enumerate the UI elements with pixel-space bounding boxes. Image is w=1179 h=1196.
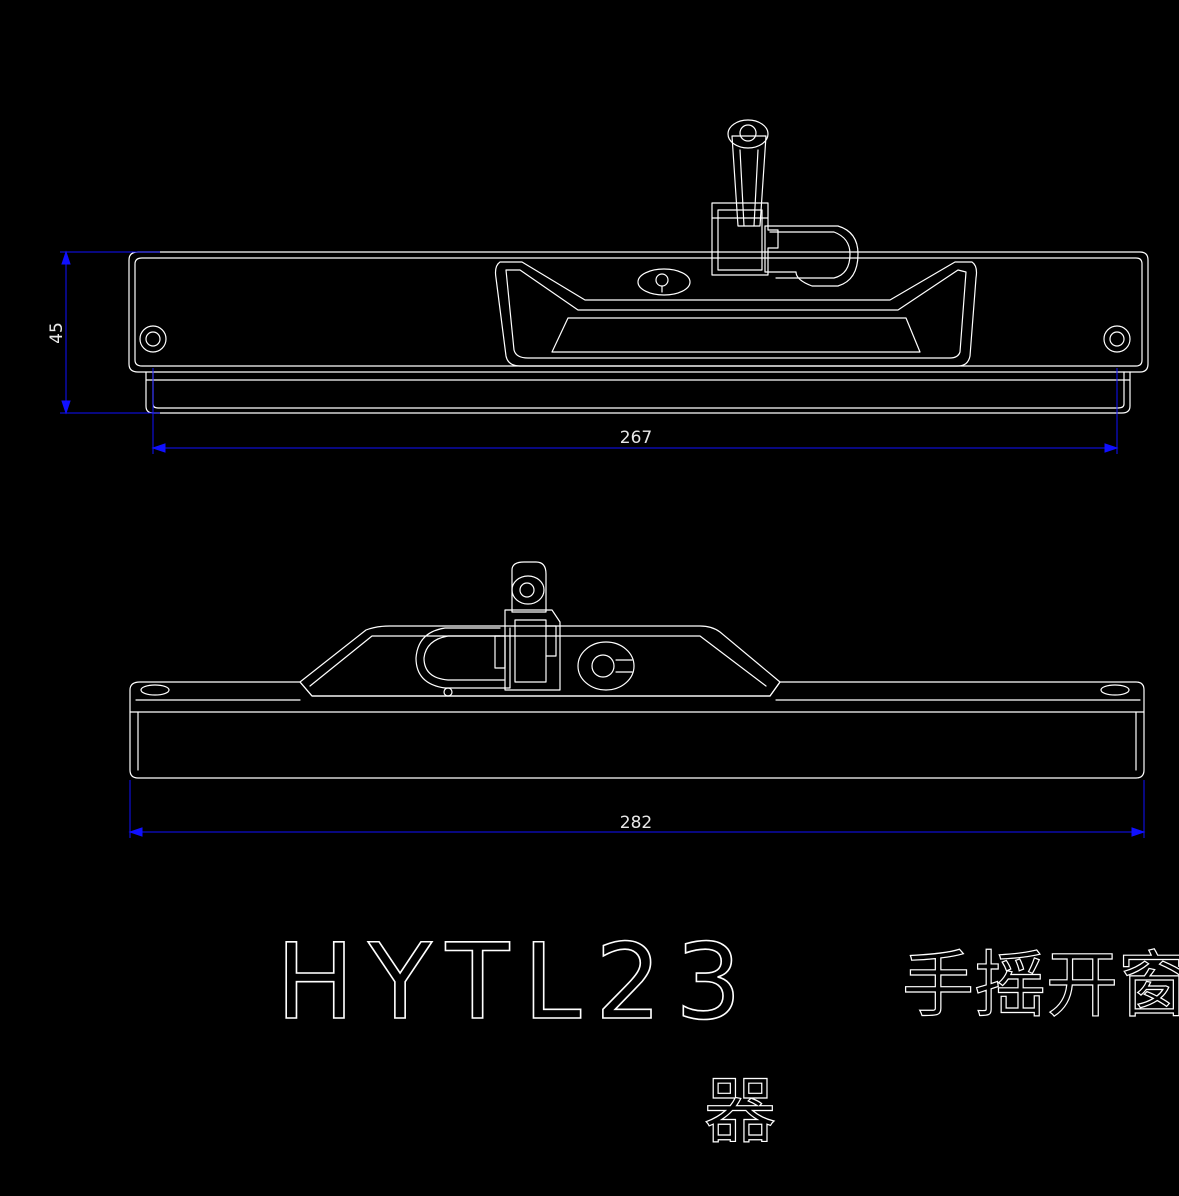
top-keyhole [577,641,635,691]
top-body-outline [129,681,1145,779]
title-line-2: 器 [704,1069,776,1153]
dimension-top-width: 282 [620,813,652,833]
front-dimensions [60,250,1119,454]
crank-arm [764,225,859,287]
handle-knob [727,119,769,149]
title-line-1: 手摇开窗 [902,943,1179,1027]
model-code: HYTL23 [276,921,756,1043]
slot-right [1100,684,1130,696]
front-lower-rail [145,371,1131,414]
keyhole [637,268,691,296]
dimension-front-height: 45 [47,322,67,344]
handle-shaft [731,135,767,227]
crank-block [711,202,779,276]
top-center-housing [299,625,781,697]
dimension-front-width: 267 [620,428,652,448]
front-body-outline [128,251,1149,373]
top-handle [511,561,547,613]
front-view [128,119,1149,414]
top-dimensions [128,780,1146,838]
front-center-housing [494,261,978,367]
mount-hole-right [1103,325,1131,353]
front-body-inner [134,257,1143,367]
top-crank-arm [415,627,511,689]
slot-left [140,684,170,696]
mount-hole-left [139,325,167,353]
top-handle-knob [511,575,545,605]
top-crank-block [504,609,561,691]
top-view [129,561,1145,779]
